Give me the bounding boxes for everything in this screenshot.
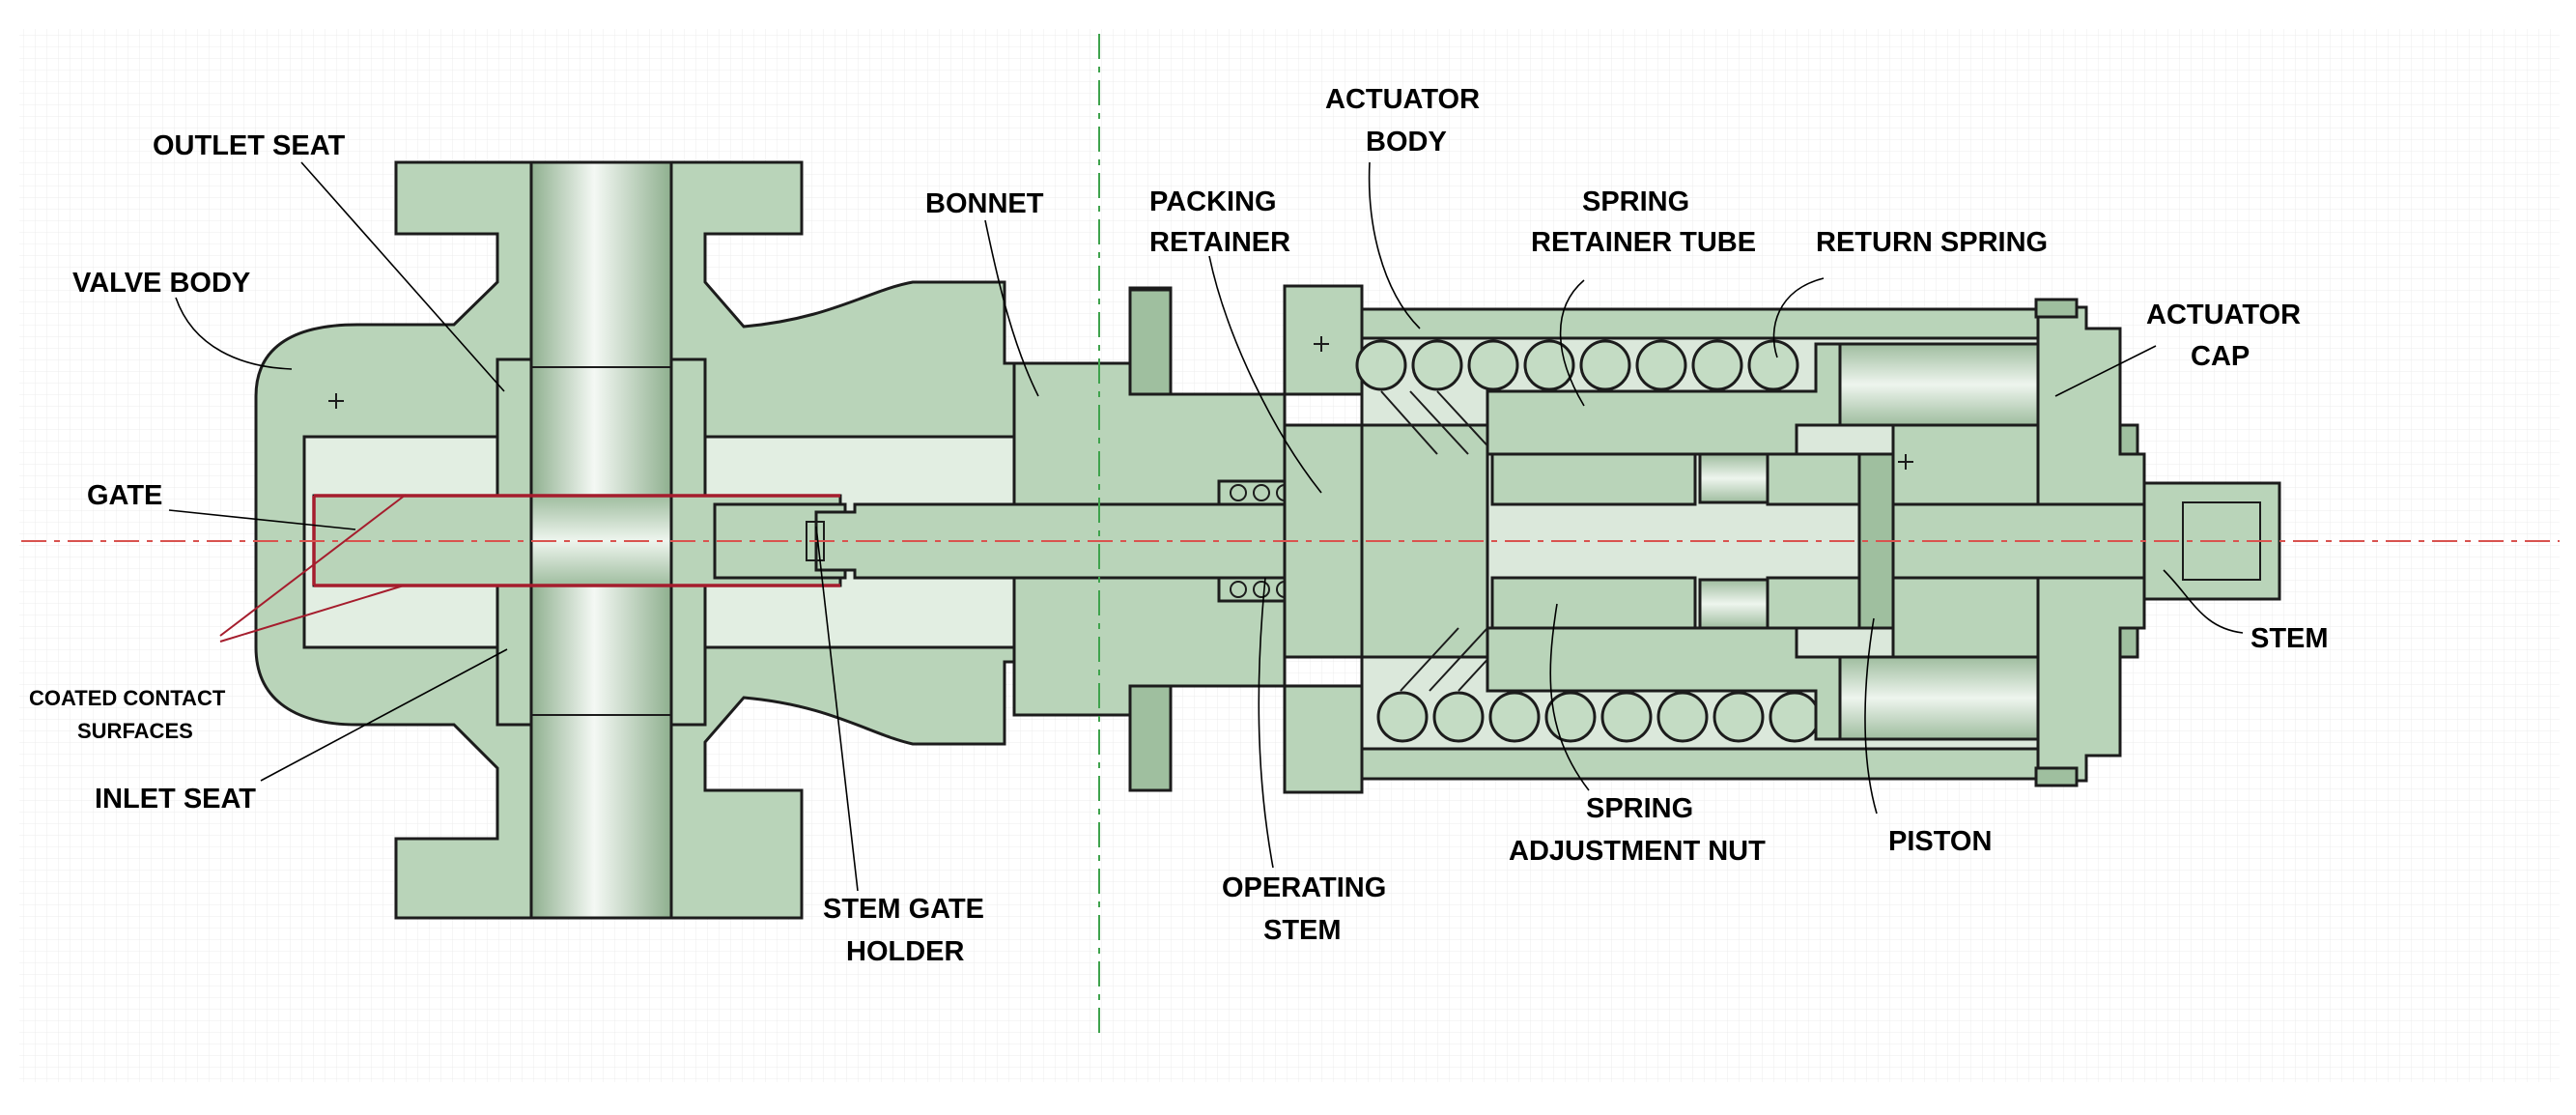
bonnet-nut-bottom: [1128, 684, 1173, 792]
label-inlet-seat: INLET SEAT: [95, 784, 256, 815]
actuator-crosshair-mark: [1314, 336, 1329, 352]
label-piston: PISTON: [1888, 826, 1992, 857]
label-spring-nut-2: ADJUSTMENT NUT: [1509, 836, 1766, 867]
label-valve-body: VALVE BODY: [72, 268, 250, 299]
label-return-spring: RETURN SPRING: [1816, 227, 2048, 258]
spring-adjustment-nut-bottom: [1490, 576, 1697, 630]
label-actuator-body-2: BODY: [1366, 127, 1447, 157]
outlet-seat-right: [669, 357, 707, 506]
spring-adjustment-nut-top: [1490, 452, 1697, 506]
label-stem: STEM: [2250, 623, 2329, 654]
label-actuator-body-1: ACTUATOR: [1325, 84, 1480, 115]
label-coated-contact-2: SURFACES: [77, 719, 193, 743]
leader-lines: [168, 161, 2244, 892]
label-actuator-cap-2: CAP: [2191, 341, 2250, 372]
actuator-group: [1283, 284, 2281, 794]
inlet-seat-right: [669, 578, 707, 727]
label-operating-stem-1: OPERATING: [1222, 872, 1386, 903]
cap-bolt-top: [2034, 298, 2079, 319]
label-packing-1: PACKING: [1149, 186, 1277, 217]
bonnet-nut-top: [1128, 288, 1173, 396]
outlet-seat-left: [495, 357, 533, 506]
cylinder-bore-bottom: [1838, 655, 2064, 741]
label-stem-gate-holder-2: HOLDER: [846, 936, 965, 967]
label-bonnet: BONNET: [925, 188, 1044, 219]
label-gate: GATE: [87, 480, 162, 511]
actuator-body-bottom-wall: [1360, 747, 2069, 781]
label-outlet-seat: OUTLET SEAT: [153, 130, 346, 161]
piston-crosshair-mark: [1898, 454, 1913, 470]
labels: OUTLET SEAT VALVE BODY GATE COATED CONTA…: [29, 84, 2329, 967]
cap-bolt-bottom: [2034, 766, 2079, 787]
cap-detail-bottom: [2118, 626, 2139, 659]
label-operating-stem-2: STEM: [1263, 915, 1342, 946]
label-stem-gate-holder-1: STEM GATE: [823, 894, 984, 925]
label-packing-2: RETAINER: [1149, 227, 1290, 258]
return-spring: [1355, 339, 1821, 743]
body-crosshair-mark: [328, 393, 344, 409]
label-coated-contact-1: COATED CONTACT: [29, 686, 226, 710]
label-actuator-cap-1: ACTUATOR: [2146, 300, 2301, 330]
cylinder-bore-top: [1838, 342, 2064, 427]
label-spring-retainer-2: RETAINER TUBE: [1531, 227, 1756, 258]
label-spring-nut-1: SPRING: [1586, 793, 1693, 824]
label-spring-retainer-1: SPRING: [1582, 186, 1689, 217]
actuator-body-top-wall: [1360, 307, 2069, 340]
cap-detail-top: [2118, 423, 2139, 456]
